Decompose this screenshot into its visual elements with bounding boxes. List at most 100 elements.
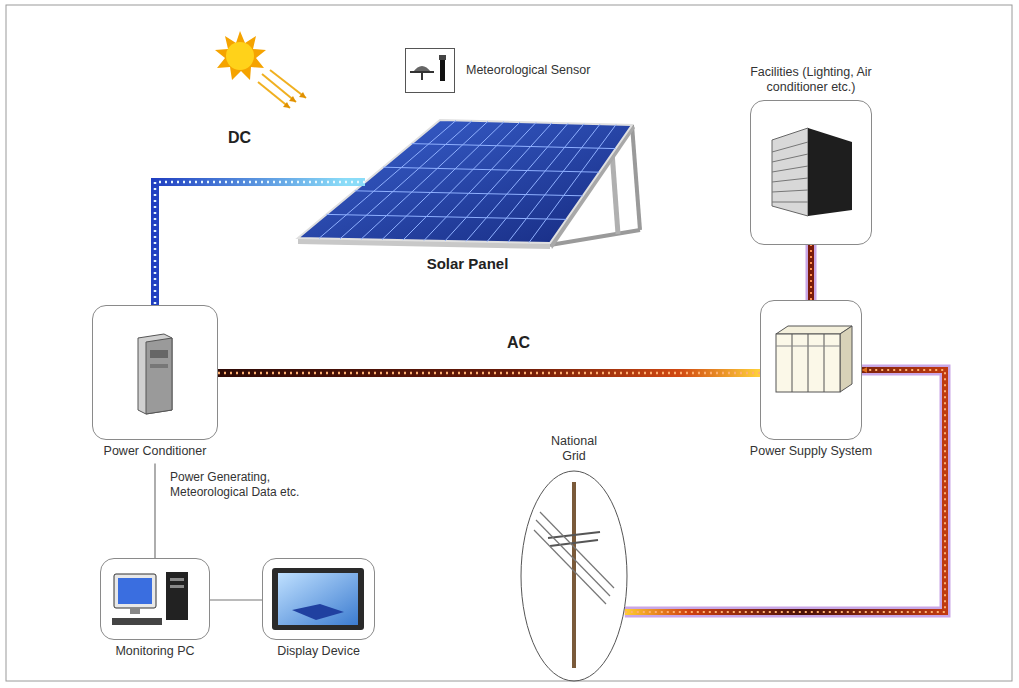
connector [218,373,760,374]
building-icon [808,128,852,216]
pc-icon [114,574,156,608]
solar-panel-stand [550,230,640,245]
supply-cabinet-icon [792,334,793,392]
solar-cells [326,214,566,219]
connector-line [810,245,812,300]
solar-cells [424,123,536,241]
solar-cells [487,124,584,242]
utility-pole [548,532,600,538]
solar-panel-stand [612,152,618,234]
conditioner-icon [150,364,168,368]
sensor-icon [421,72,423,80]
connector [155,182,365,305]
solar-cells [382,122,504,240]
building-icon [772,142,808,152]
solar-panel: Solar Panel [295,118,640,250]
supply-box: Power Supply System [760,300,862,440]
grid-ellipse: National Grid [520,470,628,682]
connector-line [154,464,155,558]
solar-cells [466,123,568,241]
node-label: Power Supply System [750,444,872,460]
node-label: Power Conditioner [104,444,207,460]
connector-line [210,599,262,600]
pc-icon [112,572,188,625]
pc-icon [130,608,140,614]
sun [299,92,306,98]
connector-line [625,370,945,612]
supply-cabinet-icon [808,334,809,392]
facilities-box: Facilities (Lighting, Air conditioner et… [750,100,872,245]
solar-cells [508,124,600,242]
ellipse-outline [520,470,628,682]
frame [6,5,1012,681]
utility-pole [540,512,614,588]
node-label: National Grid [547,434,601,465]
building-icon [772,128,808,216]
edge-label: Power Generating, Meteorological Data et… [168,470,322,500]
pc-icon [112,618,162,625]
pc-icon [118,578,152,604]
node-label: Meteorological Sensor [466,63,590,79]
connector-line [808,245,814,300]
conditioner-icon [138,334,172,414]
utility-pole [572,482,576,668]
supply-cabinet-icon [776,326,852,392]
display-icon [292,604,344,620]
edge-label: DC [226,128,253,148]
conditioner-box: Power Conditioner [92,305,218,440]
conditioner-icon [146,338,172,414]
supply-cabinet-icon [840,326,852,392]
supply-cabinet-icon [776,346,840,347]
frame [6,5,1012,681]
sun [283,102,290,108]
display-icon [272,568,364,630]
connector-line [625,370,945,612]
edge-label: AC [505,333,532,353]
building-icon [772,178,808,182]
sun [289,96,296,102]
utility-pole [550,540,598,546]
building-icon [772,166,808,172]
connector-line [218,369,760,377]
sun [226,42,254,70]
utility-pole [534,482,614,668]
sensor-icon [440,57,445,81]
building-icon [772,128,852,216]
pc-icon [170,585,184,588]
utility-pole [536,520,610,596]
supply-cabinet-icon [776,326,852,334]
supply-cabinet-icon [776,334,840,392]
solar-cells [361,121,488,239]
building-icon [772,202,808,203]
connector [625,370,945,612]
connector-line [155,182,365,305]
pc-box: Monitoring PC [100,558,210,640]
sensor-box: Meteorological Sensor [405,48,455,93]
connector-line [218,372,760,375]
connector-line [625,370,945,612]
solar-cells [383,167,599,172]
sun [215,31,266,80]
connector-line [806,245,817,300]
conditioner-icon [138,334,172,414]
node-label: Monitoring PC [115,644,194,660]
connector [811,245,812,300]
sun [258,82,290,108]
solar-cells [355,191,583,196]
conditioner-icon [150,350,168,358]
node-label: Solar Panel [427,255,509,274]
building-icon [772,154,808,162]
display-icon [278,573,358,625]
pc-icon [166,572,188,620]
pc-icon [170,578,184,581]
sun [270,70,306,98]
utility-pole [534,530,606,604]
solar-cells [412,144,616,149]
sun [215,31,306,108]
solar-panel-stand [632,125,640,230]
connector [210,600,262,601]
supply-cabinet-icon [824,334,825,392]
node-label: Facilities (Lighting, Air conditioner et… [746,65,876,96]
building-icon [772,190,808,192]
